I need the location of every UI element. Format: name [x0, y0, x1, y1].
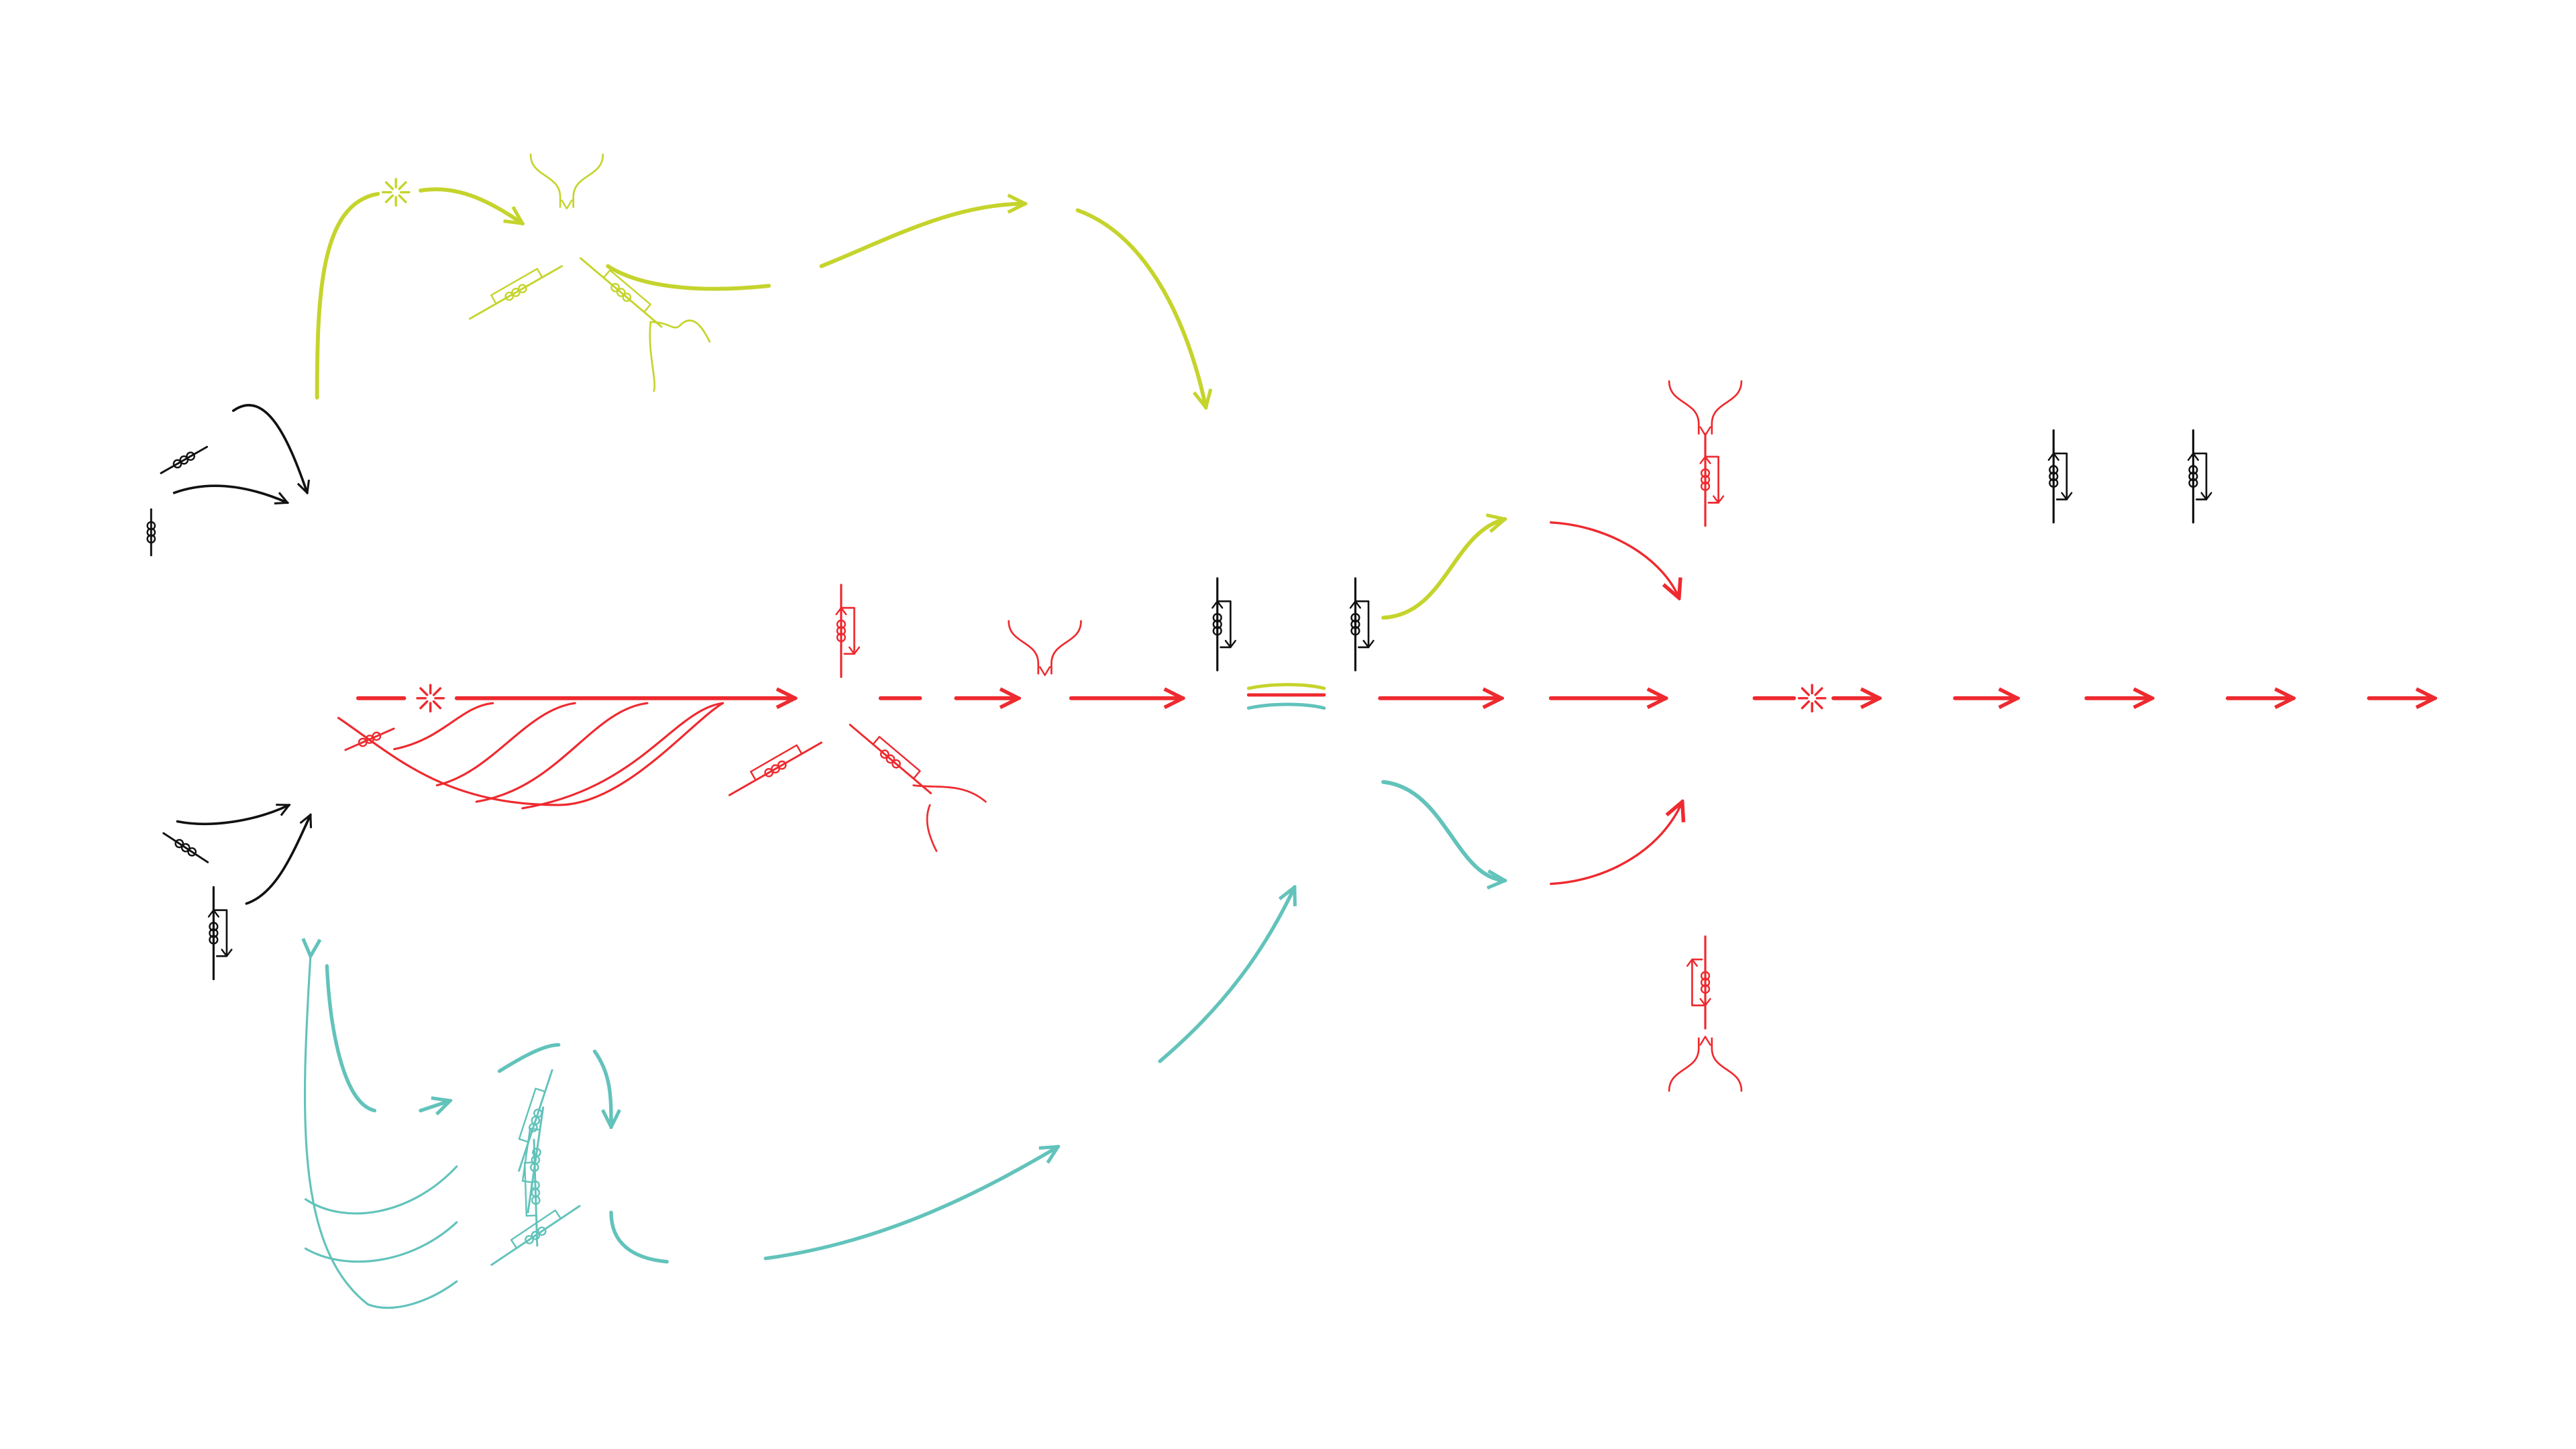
start-group-bottom [162, 805, 311, 981]
loop-icon [2047, 429, 2073, 524]
coil-icon [162, 820, 209, 875]
loop-icon [1686, 935, 1711, 1030]
coil-icon [146, 508, 156, 557]
starburst-icon [381, 178, 411, 207]
bracket-icon [1008, 620, 1082, 676]
start-group-top [146, 404, 307, 557]
loop-icon [2187, 429, 2212, 524]
loop-icon [1699, 432, 1725, 527]
starburst-icon [416, 684, 445, 713]
loop-icon [849, 706, 932, 812]
bracket-icon [1668, 380, 1743, 437]
loop-icon [207, 885, 233, 981]
main-loop-markers [1211, 429, 2212, 672]
loop-icon [1211, 577, 1237, 672]
lower-branch [305, 780, 1505, 1309]
coil-icon [160, 445, 209, 474]
starburst-icon [1797, 684, 1827, 713]
bracket-icon [1668, 1035, 1743, 1092]
loop-icon [468, 265, 564, 320]
bracket-icon [529, 153, 604, 210]
loop-icon [1349, 577, 1375, 672]
loop-icon [835, 584, 861, 678]
loop-icon [728, 741, 822, 796]
merge-glyph [1246, 683, 1326, 710]
upper-branch [315, 153, 1505, 620]
main-branch [337, 380, 2434, 1092]
